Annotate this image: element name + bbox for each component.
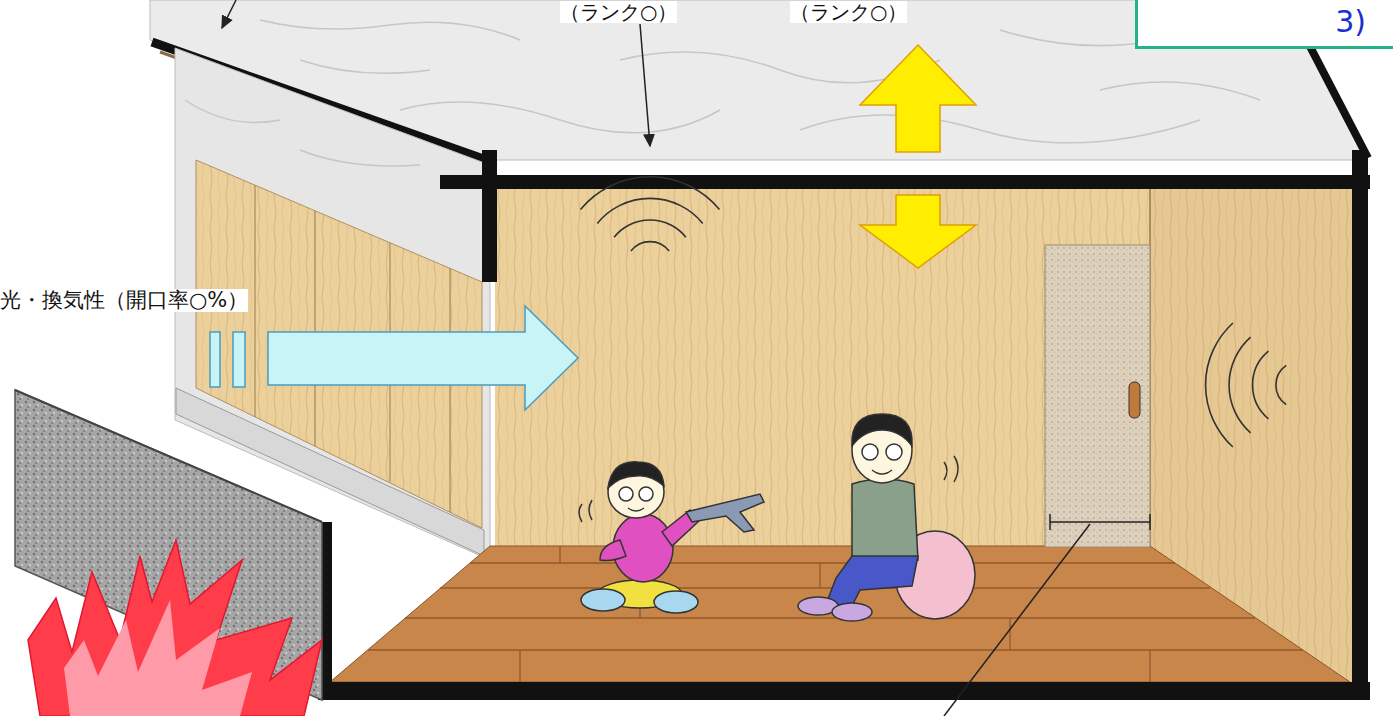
child-leg <box>654 591 698 613</box>
child-leg <box>581 589 625 611</box>
fire-flame-inner <box>64 600 252 716</box>
floor-plank-joint <box>819 563 820 588</box>
sound-wave-arc <box>1253 351 1269 419</box>
motion-lines <box>579 500 592 522</box>
toy-airplane <box>686 494 764 532</box>
leader-line <box>640 24 650 146</box>
fire-wall-top-edge <box>15 390 322 522</box>
man-hair <box>852 414 912 446</box>
dimension-tick <box>1149 514 1151 530</box>
sound-wave-arc <box>1229 337 1251 433</box>
door <box>1045 245 1150 547</box>
floor-plank-joint <box>1009 618 1010 650</box>
sound-wave-arc <box>1276 365 1286 404</box>
floor-plank-line <box>368 649 1303 650</box>
sound-waves-ceiling <box>581 177 720 251</box>
floor-plank-line <box>405 617 1255 618</box>
floor-planks <box>368 546 1303 682</box>
window-slit <box>210 332 220 387</box>
sound-wave-arc <box>1206 323 1233 447</box>
man-trousers <box>826 556 918 606</box>
man-figure <box>798 414 975 621</box>
child-glasses <box>619 487 633 501</box>
child-glasses <box>639 487 653 501</box>
wall-panel-line <box>314 211 315 446</box>
sound-wave-arc <box>631 242 669 251</box>
sound-wave-arc <box>581 177 720 210</box>
man-mouth <box>872 470 892 474</box>
wall-panel-line <box>254 185 255 417</box>
floor-plank-joint <box>559 546 560 563</box>
wood-floor <box>330 546 1350 682</box>
leader-line <box>222 0 236 28</box>
marble-vein <box>260 20 1260 143</box>
motion-lines <box>944 456 958 482</box>
annotation-label: 光・換気性（開口率○%） <box>0 289 248 312</box>
ceiling-beam <box>440 175 1370 189</box>
annotation-label: （ランク○） <box>560 1 677 23</box>
up-arrow <box>860 45 976 152</box>
man-glasses <box>886 444 902 460</box>
airflow-arrow <box>268 306 578 410</box>
window-slit <box>233 332 245 387</box>
upper-wall-cut <box>482 150 497 282</box>
child-arm <box>600 540 626 561</box>
wall-panel-line <box>449 268 450 512</box>
man-sweater <box>852 479 918 560</box>
sound-waves-door <box>1206 323 1287 447</box>
sound-wave-arc <box>597 198 702 223</box>
annotation-label: （ランク○） <box>790 1 907 23</box>
note-number: 3) <box>1138 0 1366 44</box>
floor-slab-cut <box>318 682 1370 700</box>
man-shoe <box>832 603 872 621</box>
right-wall-cut <box>1352 150 1368 700</box>
floor-plank-joint <box>1149 650 1150 682</box>
note-box: 3) <box>1135 0 1393 49</box>
floor-plank-line <box>470 562 1175 563</box>
floor-plank-line <box>440 587 1210 588</box>
child-figure <box>579 462 764 613</box>
leader-line <box>944 524 1090 716</box>
sound-wave-arc <box>614 220 686 237</box>
child-hair <box>608 462 664 488</box>
door-width-dimension <box>1050 521 1150 523</box>
man-glasses <box>862 444 878 460</box>
down-arrow <box>860 195 976 268</box>
fire-flame <box>28 540 322 716</box>
dimension-tick <box>1049 514 1051 530</box>
floor-plank-joint <box>519 650 520 682</box>
door-handle <box>1129 382 1140 418</box>
child-mouth <box>628 508 644 511</box>
